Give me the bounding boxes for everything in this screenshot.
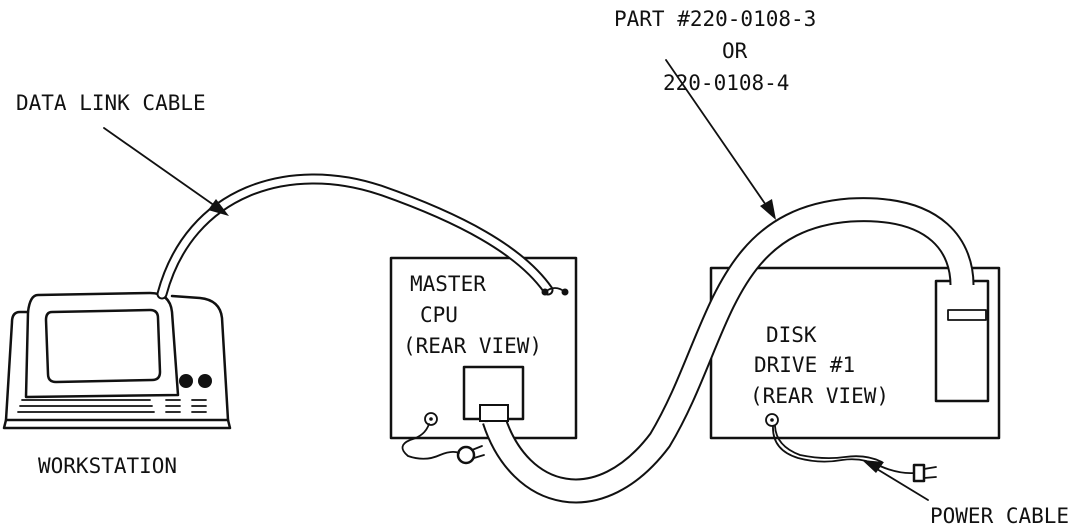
part-number-label: PART #220-0108-3	[614, 7, 816, 31]
terminal-knob	[198, 374, 212, 388]
arrow-power-cable	[862, 460, 929, 501]
workstation-label: WORKSTATION	[38, 454, 177, 478]
part-number-alt-label: 220-0108-4	[663, 71, 789, 95]
master-cpu-label-line2: CPU	[420, 303, 458, 327]
power-cable-label: POWER CABLE	[930, 504, 1069, 528]
arrow-data-link	[103, 127, 229, 216]
master-cpu-label-line3: (REAR VIEW)	[403, 334, 542, 358]
disk-drive-label-line1: DISK	[766, 323, 817, 347]
part-number-or-label: OR	[722, 39, 748, 63]
disk-drive-label-line3: (REAR VIEW)	[750, 384, 889, 408]
ribbon-cable	[479, 197, 975, 504]
disk-drive-label-line2: DRIVE #1	[754, 353, 855, 377]
master-cpu-label-line1: MASTER	[410, 272, 486, 296]
workstation-terminal	[2, 291, 232, 430]
data-link-cable	[156, 173, 569, 300]
disk-power-cord	[772, 425, 937, 483]
arrow-part-number	[665, 59, 776, 220]
terminal-knob	[179, 374, 193, 388]
cpu-power-cord	[401, 423, 485, 465]
data-link-cable-label: DATA LINK CABLE	[16, 91, 206, 115]
